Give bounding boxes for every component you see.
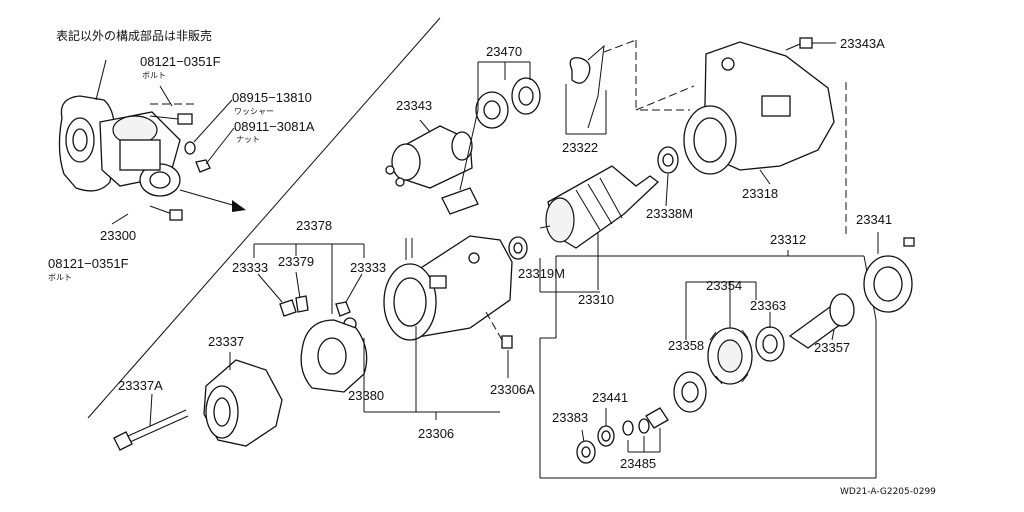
label-23319M: 23319M xyxy=(518,266,565,281)
armature-23310 xyxy=(539,165,660,293)
label-23363: 23363 xyxy=(750,298,786,313)
label-23333-right: 23333 xyxy=(350,260,386,275)
label-08121-top-sub: ボルト xyxy=(142,71,166,80)
label-23470: 23470 xyxy=(486,44,522,59)
lever-23322 xyxy=(565,39,695,135)
label-23318: 23318 xyxy=(742,186,778,201)
brush-holder-23378 xyxy=(253,243,368,412)
packing-23470 xyxy=(441,61,541,215)
label-23322: 23322 xyxy=(562,140,598,155)
screw-23306A xyxy=(485,311,513,378)
label-23310: 23310 xyxy=(578,292,614,307)
label-08915-sub: ワッシャー xyxy=(234,107,274,116)
label-08121-bottom-sub: ボルト xyxy=(48,273,72,282)
bolt-08121-bottom xyxy=(111,205,183,225)
reference-code: WD21-A-G2205-0299 xyxy=(840,487,936,497)
label-23354: 23354 xyxy=(706,278,742,293)
gear-23358 xyxy=(673,371,707,413)
spring-23485 xyxy=(622,407,669,453)
label-23383: 23383 xyxy=(552,410,588,425)
direction-arrow xyxy=(179,189,246,212)
label-23357: 23357 xyxy=(814,340,850,355)
yoke-23306 xyxy=(364,235,513,420)
label-23306: 23306 xyxy=(418,426,454,441)
bearing-23338M xyxy=(657,146,679,207)
solenoid-23343 xyxy=(385,119,473,189)
label-23379: 23379 xyxy=(278,254,314,269)
ring-23341 xyxy=(863,232,915,313)
divider-line xyxy=(87,17,441,419)
label-08121-top: 08121−0351F xyxy=(140,54,221,69)
cover-23337 xyxy=(203,352,283,447)
label-23312: 23312 xyxy=(770,232,806,247)
label-08911: 08911−3081A xyxy=(234,119,315,134)
note-not-for-sale: 表記以外の構成部品は非販売 xyxy=(56,28,212,43)
label-08911-sub: ナット xyxy=(236,135,260,144)
washer-08915 xyxy=(184,99,233,155)
label-23485: 23485 xyxy=(620,456,656,471)
retainer-23441 xyxy=(597,408,615,447)
label-23441: 23441 xyxy=(592,390,628,405)
housing-23318 xyxy=(640,41,847,236)
stop-ring-23383 xyxy=(576,429,596,464)
bearing-23319M xyxy=(508,236,528,260)
label-23306A: 23306A xyxy=(490,382,535,397)
label-23338M: 23338M xyxy=(646,206,693,221)
clutch-group-23312 xyxy=(539,250,877,479)
label-23358: 23358 xyxy=(668,338,704,353)
label-23378: 23378 xyxy=(296,218,332,233)
bolt-23343A xyxy=(785,37,836,51)
label-08121-bottom: 08121−0351F xyxy=(48,256,129,271)
label-08915: 08915−13810 xyxy=(232,90,312,105)
nut-08911 xyxy=(195,127,235,173)
label-23300: 23300 xyxy=(100,228,136,243)
label-23337: 23337 xyxy=(208,334,244,349)
label-23343A: 23343A xyxy=(840,36,885,51)
shaft-23357 xyxy=(788,293,855,349)
label-23380: 23380 xyxy=(348,388,384,403)
label-23343: 23343 xyxy=(396,98,432,113)
starter-assembly-illustration xyxy=(58,59,181,197)
label-23333-left: 23333 xyxy=(232,260,268,275)
bearing-23363 xyxy=(755,312,785,362)
label-23337A: 23337A xyxy=(118,378,163,393)
bolt-08121-top xyxy=(149,85,193,125)
label-23341: 23341 xyxy=(856,212,892,227)
pinion-gear-23354 xyxy=(685,281,757,385)
through-bolt-23337A xyxy=(113,393,189,451)
